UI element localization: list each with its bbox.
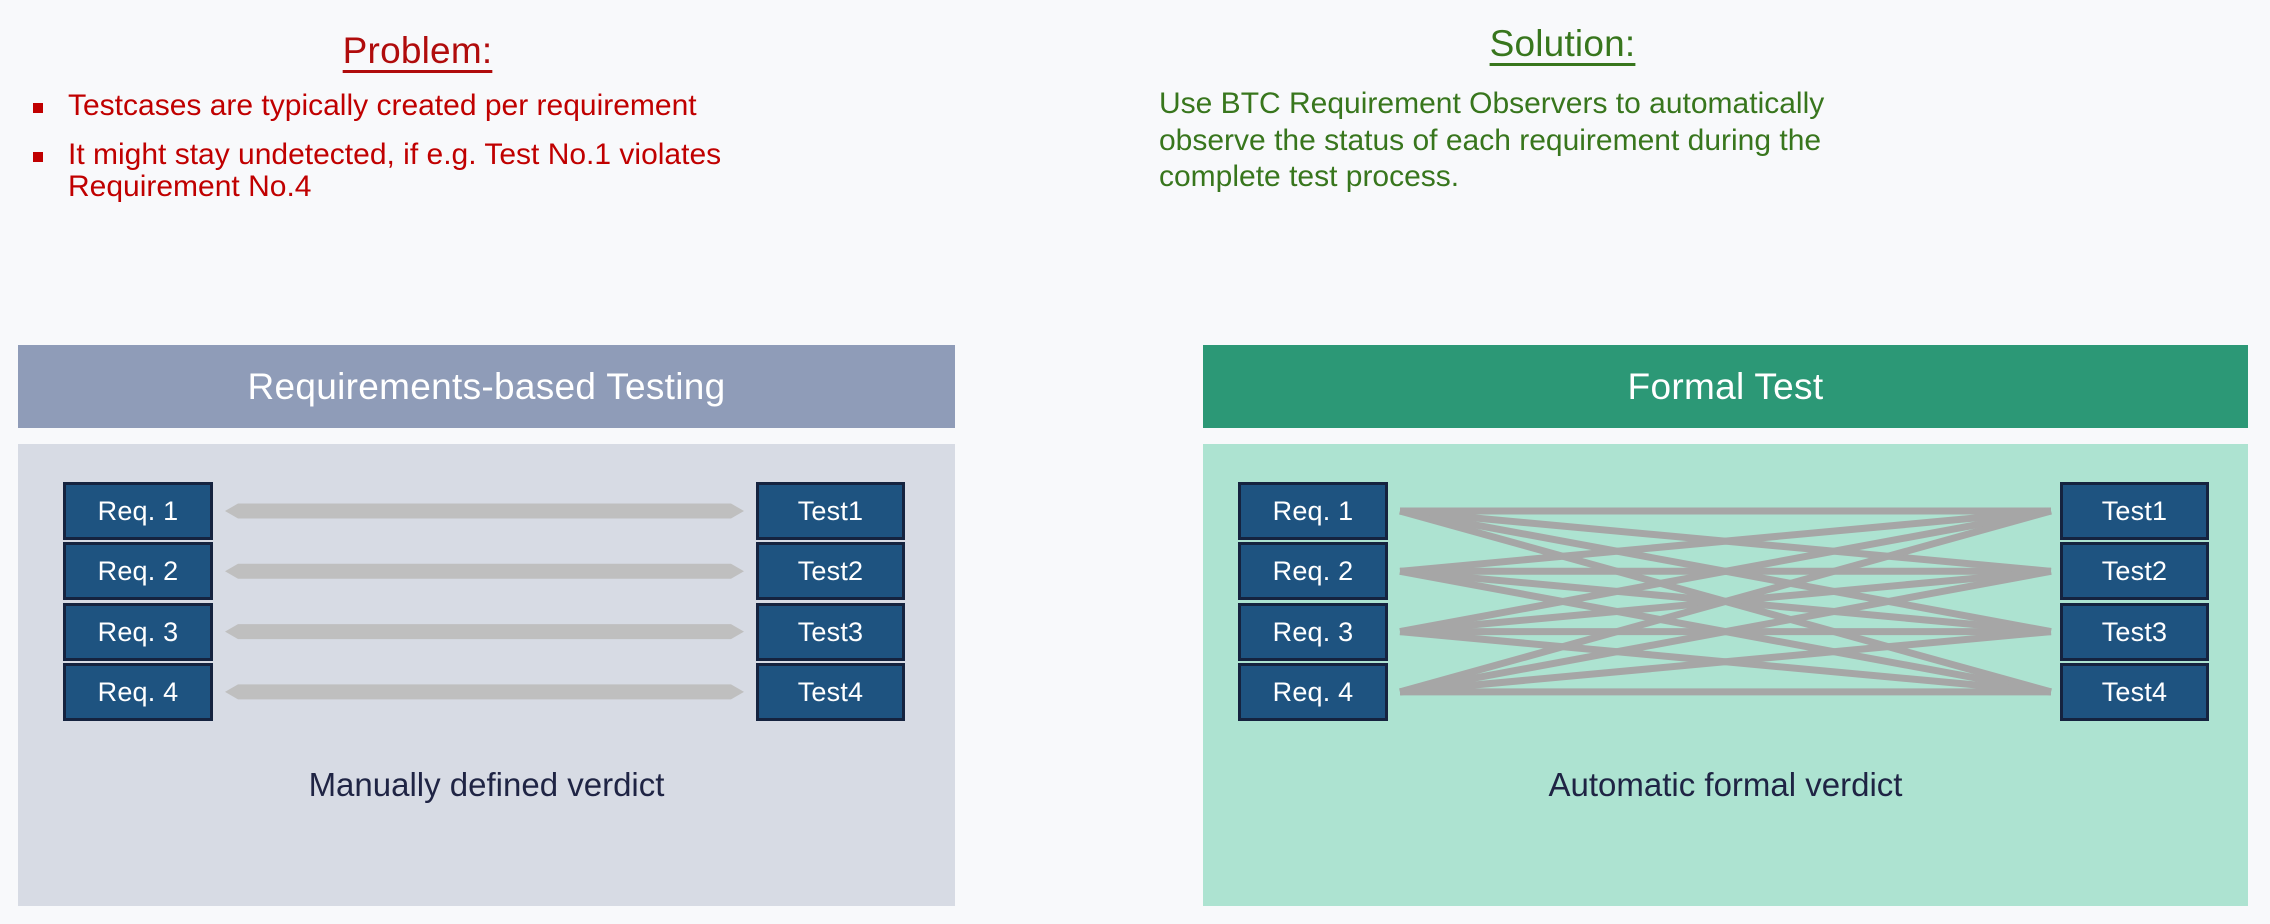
requirement-node-3[interactable]: Req. 3 (63, 603, 213, 661)
problem-bullet-text: Testcases are typically created per requ… (68, 89, 697, 122)
test-node-1[interactable]: Test1 (2060, 482, 2209, 540)
right-connector-group (1399, 507, 2052, 696)
connector-bar (225, 563, 744, 579)
left-panel-body: Req. 1 Req. 2 Req. 3 Req. 4 Test1 Test2 … (18, 444, 955, 906)
right-panel-caption: Automatic formal verdict (1548, 766, 1903, 803)
requirement-node-2[interactable]: Req. 2 (1238, 542, 1388, 600)
left-connector-group (225, 503, 744, 700)
list-item: Testcases are typically created per requ… (26, 90, 728, 122)
test-node-label: Test3 (797, 616, 864, 647)
solution-section: Solution: Use BTC Requirement Observers … (1135, 23, 2270, 196)
right-panel-header-label: Formal Test (1627, 365, 1824, 407)
connector-line (1399, 507, 2052, 696)
test-node-3[interactable]: Test3 (756, 603, 905, 661)
left-panel-header-label: Requirements-based Testing (247, 365, 726, 407)
requirement-node-label: Req. 4 (97, 676, 179, 707)
connector-line (1399, 628, 2052, 696)
test-node-label: Test4 (2101, 676, 2168, 707)
left-connector-layer (225, 503, 744, 700)
test-node-3[interactable]: Test3 (2060, 603, 2209, 661)
requirement-node-label: Req. 3 (1272, 616, 1354, 647)
right-column: Solution: Use BTC Requirement Observers … (1135, 0, 2270, 924)
connector-line (1399, 507, 2052, 575)
test-node-label: Test2 (2101, 555, 2168, 586)
list-item: It might stay undetected, if e.g. Test N… (26, 137, 728, 203)
problem-section: Problem: Testcases are typically created… (0, 30, 1135, 202)
test-node-label: Test3 (2101, 616, 2168, 647)
requirement-node-label: Req. 1 (97, 495, 179, 526)
requirement-node-label: Req. 2 (97, 555, 179, 586)
test-node-1[interactable]: Test1 (756, 482, 905, 540)
left-column: Problem: Testcases are typically created… (0, 30, 1135, 202)
requirement-node-3[interactable]: Req. 3 (1238, 603, 1388, 661)
requirement-node-4[interactable]: Req. 4 (1238, 663, 1388, 721)
connector-line (1399, 567, 2052, 696)
requirement-node-label: Req. 4 (1272, 676, 1354, 707)
connector-bar (225, 624, 744, 640)
test-node-4[interactable]: Test4 (2060, 663, 2209, 721)
left-panel-header: Requirements-based Testing (18, 345, 955, 428)
left-panel-caption: Manually defined verdict (308, 766, 665, 803)
solution-heading: Solution: (1489, 23, 1636, 64)
connector-bar (225, 684, 744, 700)
test-node-label: Test2 (797, 555, 864, 586)
requirement-node-4[interactable]: Req. 4 (63, 663, 213, 721)
test-node-2[interactable]: Test2 (2060, 542, 2209, 600)
requirement-node-2[interactable]: Req. 2 (63, 542, 213, 600)
bullet-square-icon (33, 151, 43, 162)
test-node-label: Test1 (2101, 495, 2168, 526)
test-node-label: Test4 (797, 676, 864, 707)
requirement-node-label: Req. 3 (97, 616, 179, 647)
requirement-node-1[interactable]: Req. 1 (63, 482, 213, 540)
solution-body-text: Use BTC Requirement Observers to automat… (1159, 87, 1825, 194)
connector-line (1399, 507, 2052, 636)
right-connector-layer (1399, 507, 2052, 696)
test-node-4[interactable]: Test4 (756, 663, 905, 721)
test-node-label: Test1 (797, 495, 864, 526)
problem-bullet-text: It might stay undetected, if e.g. Test N… (68, 137, 722, 203)
right-panel-body: Req. 1 Req. 2 Req. 3 Req. 4 Test1 Test2 … (1203, 444, 2248, 906)
requirement-node-label: Req. 2 (1272, 555, 1354, 586)
bullet-square-icon (33, 103, 43, 113)
requirement-node-label: Req. 1 (1272, 495, 1354, 526)
connector-bar (225, 503, 744, 519)
right-panel-header: Formal Test (1203, 345, 2248, 428)
problem-bullet-list: Testcases are typically created per requ… (0, 90, 1135, 202)
test-node-2[interactable]: Test2 (756, 542, 905, 600)
problem-heading: Problem: (342, 30, 493, 71)
requirement-node-1[interactable]: Req. 1 (1238, 482, 1388, 540)
